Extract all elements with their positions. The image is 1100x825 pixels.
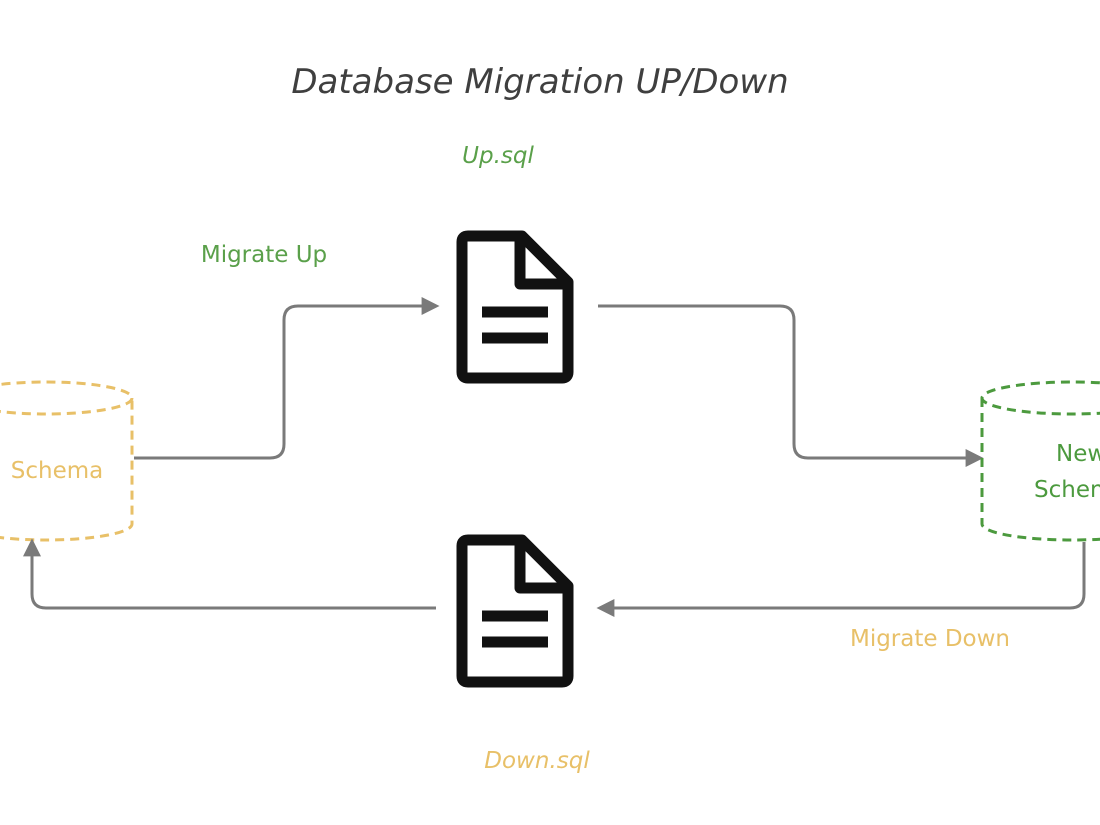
migrate-down-arrow	[596, 542, 1086, 617]
old-schema-database-icon	[0, 380, 134, 542]
old-schema-label: Schema	[11, 458, 103, 484]
migrate-up-arrow	[134, 297, 440, 460]
down-file-document-icon	[456, 534, 574, 688]
up-file-label: Up.sql	[462, 143, 534, 169]
new-schema-label-line1: New	[1056, 441, 1100, 467]
down-to-old-schema-arrow	[23, 538, 436, 610]
new-schema-label-line2: Schema	[1034, 477, 1100, 503]
migrate-down-label: Migrate Down	[850, 626, 1010, 652]
down-file-label: Down.sql	[484, 748, 590, 774]
diagram-title: Database Migration UP/Down	[291, 62, 788, 102]
new-schema-database-icon	[980, 380, 1100, 542]
up-to-new-schema-arrow	[598, 304, 984, 467]
migrate-up-label: Migrate Up	[201, 242, 327, 268]
up-file-document-icon	[456, 230, 574, 384]
